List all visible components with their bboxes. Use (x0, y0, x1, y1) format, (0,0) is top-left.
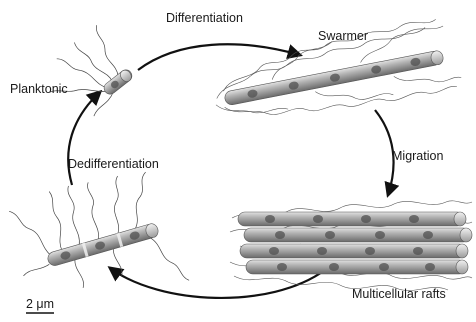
label-planktonic: Planktonic (10, 82, 68, 96)
arrow-dedifferentiation (68, 92, 100, 185)
label-multicellular-rafts: Multicellular rafts (352, 287, 446, 301)
raft-cell-2 (244, 228, 472, 242)
multicellular-rafts (230, 201, 472, 291)
label-migration: Migration (392, 149, 443, 163)
label-differentiation: Differentiation (166, 11, 243, 25)
label-swarmer: Swarmer (318, 29, 368, 43)
scale-bar: 2 μm (26, 297, 54, 313)
raft-cell-1 (238, 212, 466, 226)
arrow-differentiation (138, 44, 300, 70)
scale-bar-label: 2 μm (26, 297, 54, 311)
raft-cell-3 (240, 244, 468, 258)
raft-cell-4 (246, 260, 468, 274)
label-dedifferentiation: Dedifferentiation (68, 157, 159, 171)
arrow-migration (375, 110, 394, 195)
planktonic-cell (35, 25, 140, 128)
